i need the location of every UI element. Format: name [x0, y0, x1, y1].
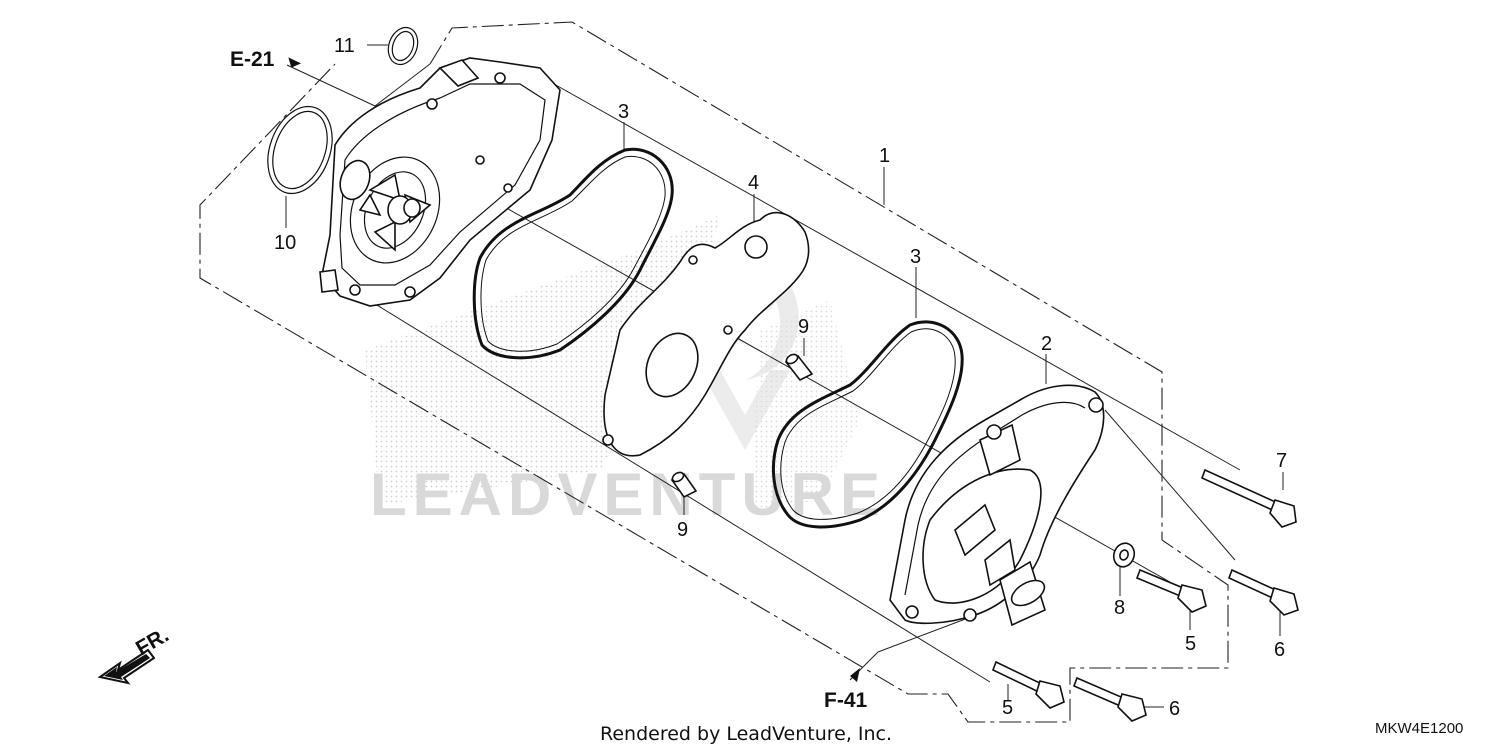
washer-8 — [1112, 542, 1136, 568]
water-pump-body — [319, 57, 561, 307]
water-pump-cover-2 — [889, 384, 1105, 627]
callout-7: 7 — [1276, 450, 1287, 472]
front-direction-arrow-icon — [97, 648, 156, 685]
reference-arrow-f41 — [850, 668, 860, 682]
bolt-5-lower — [991, 660, 1065, 709]
callout-2: 2 — [1041, 333, 1052, 355]
bolt-7 — [1200, 468, 1297, 528]
o-ring-10 — [267, 105, 333, 195]
impeller-icon — [358, 173, 432, 252]
callout-11: 11 — [334, 35, 355, 57]
bolt-6-upper — [1227, 568, 1299, 616]
callout-6-upper: 6 — [1274, 639, 1285, 661]
callout-4: 4 — [748, 172, 759, 194]
bolt-5-upper — [1135, 568, 1207, 613]
gasket-plate-4 — [602, 211, 810, 457]
callout-5-lower: 5 — [1002, 697, 1013, 719]
callout-9-upper: 9 — [798, 316, 809, 338]
callout-3-left: 3 — [618, 101, 629, 123]
callout-9-lower: 9 — [677, 519, 688, 541]
callout-8: 8 — [1114, 597, 1125, 619]
o-ring-11 — [387, 26, 419, 66]
dowel-pin-9-upper — [784, 353, 814, 382]
assembly-outline — [199, 21, 1229, 723]
watermark: LEADVENTURE — [365, 215, 886, 528]
diagram-code: MKW4E1200 — [1375, 720, 1463, 737]
dotted-shadow-left — [365, 215, 720, 505]
callout-3-right: 3 — [910, 246, 921, 268]
rendered-by-credit: Rendered by LeadVenture, Inc. — [600, 723, 892, 745]
reference-f41: F-41 — [824, 689, 868, 712]
bolt-6-lower — [1072, 676, 1147, 722]
reference-e21: E-21 — [230, 48, 275, 71]
callout-1: 1 — [879, 145, 890, 167]
leader-lines — [285, 44, 1284, 708]
front-direction-label: FR. — [132, 623, 173, 660]
reference-arrow-e21 — [288, 57, 302, 68]
callout-6-lower: 6 — [1169, 698, 1180, 720]
callout-5-upper: 5 — [1185, 633, 1196, 655]
gasket-3-right — [771, 320, 964, 529]
dowel-pin-9-lower — [670, 471, 698, 499]
watermark-text: LEADVENTURE — [370, 461, 886, 528]
callout-10: 10 — [274, 232, 296, 254]
gasket-3-left — [472, 147, 674, 360]
